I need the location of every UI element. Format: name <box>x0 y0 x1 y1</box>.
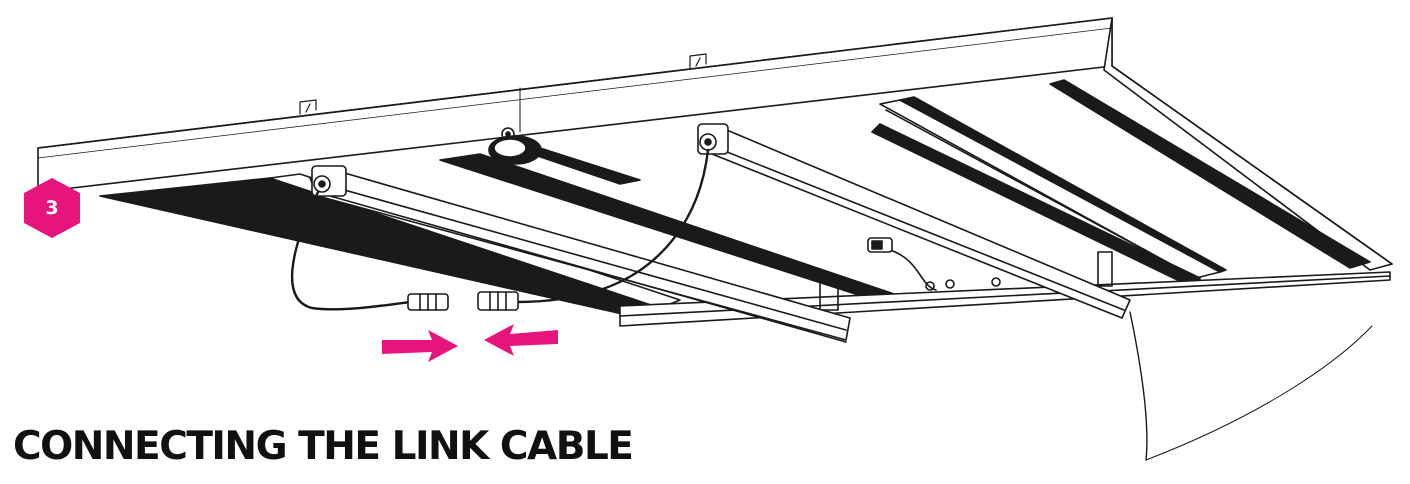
arrow-left-icon <box>484 324 558 356</box>
connector-male <box>407 293 449 311</box>
link-cables <box>290 148 1373 461</box>
frame-right-side <box>1103 17 1393 271</box>
step-number: 3 <box>45 197 59 219</box>
hexagon-icon <box>24 178 80 238</box>
back-light-bars <box>871 79 1371 291</box>
page-title: CONNECTING THE LINK CABLE <box>13 424 634 469</box>
step-badge: 3 <box>20 176 84 240</box>
arrow-right-icon <box>382 330 458 362</box>
power-connector <box>867 237 893 253</box>
frame-front-beam <box>37 17 1113 193</box>
light-bar-rear <box>697 123 1131 319</box>
connector-female <box>477 291 519 311</box>
